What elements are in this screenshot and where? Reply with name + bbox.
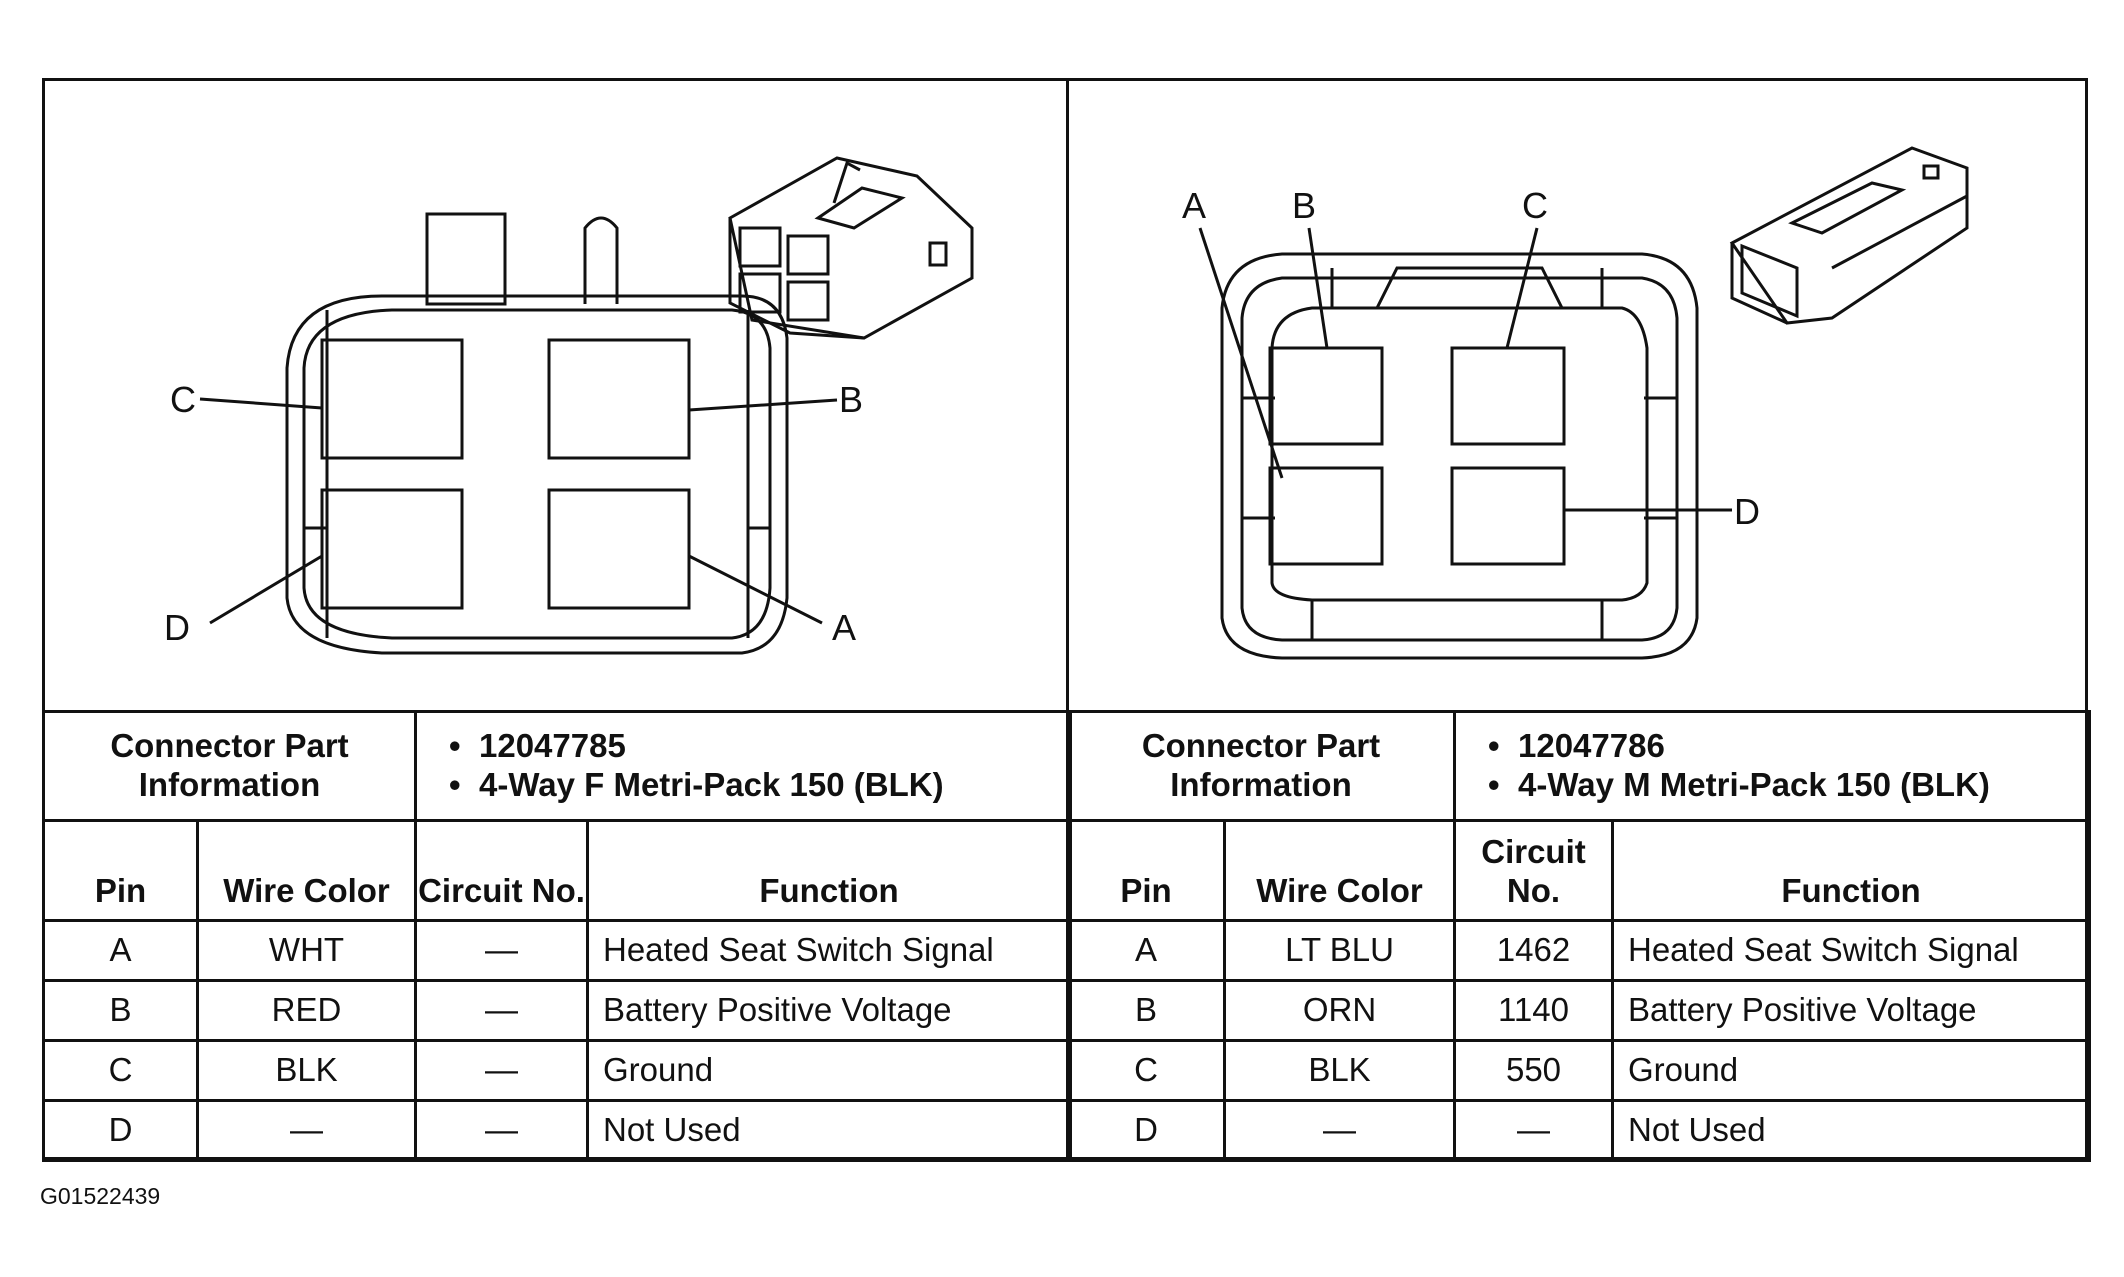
right-row-d-pin: D	[1066, 1099, 1226, 1162]
right-row-c-circuit: 550	[1453, 1039, 1614, 1102]
left-pin-d-cavity	[320, 488, 464, 610]
right-header-function: Function	[1611, 819, 2091, 922]
left-header-row: Pin Wire Color Circuit No. Function	[42, 819, 1072, 922]
right-row-a-pin: A	[1066, 919, 1226, 982]
left-info-row: Connector Part Information 12047785 4-Wa…	[42, 710, 1072, 822]
left-pin-c-cavity	[320, 338, 464, 460]
left-row-a-function: Heated Seat Switch Signal	[586, 919, 1072, 982]
right-row-b-pin: B	[1066, 979, 1226, 1042]
right-header-pin: Pin	[1066, 819, 1226, 922]
table-row: C BLK 550 Ground	[1066, 1039, 2091, 1102]
right-header-circuit: Circuit No.	[1453, 819, 1614, 922]
table-row: D — — Not Used	[42, 1099, 1072, 1162]
left-connector-table: Connector Part Information 12047785 4-Wa…	[42, 710, 1072, 1162]
left-row-d-function: Not Used	[586, 1099, 1072, 1162]
left-header-circuit: Circuit No.	[414, 819, 589, 922]
right-part-desc: 4-Way M Metri-Pack 150 (BLK)	[1488, 766, 2088, 805]
left-row-c-pin: C	[42, 1039, 199, 1102]
left-row-c-wire: BLK	[196, 1039, 417, 1102]
right-info-title: Connector Part Information	[1066, 710, 1456, 822]
right-row-a-function: Heated Seat Switch Signal	[1611, 919, 2091, 982]
right-row-d-function: Not Used	[1611, 1099, 2091, 1162]
right-pin-a-cavity	[1268, 466, 1384, 566]
right-pin-b-cavity	[1268, 346, 1384, 446]
left-leader-b	[688, 398, 838, 412]
right-row-c-function: Ground	[1611, 1039, 2091, 1102]
table-row: B ORN 1140 Battery Positive Voltage	[1066, 979, 2091, 1042]
table-row: D — — Not Used	[1066, 1099, 2091, 1162]
left-row-a-wire: WHT	[196, 919, 417, 982]
left-row-b-circuit: —	[414, 979, 589, 1042]
left-part-number: 12047785	[449, 727, 1069, 766]
right-label-d: D	[1734, 491, 1760, 532]
table-row: B RED — Battery Positive Voltage	[42, 979, 1072, 1042]
left-row-b-pin: B	[42, 979, 199, 1042]
connector-diagrams: C B D A A B C D	[164, 146, 1969, 660]
left-row-b-wire: RED	[196, 979, 417, 1042]
right-info-list: 12047786 4-Way M Metri-Pack 150 (BLK)	[1453, 710, 2091, 822]
left-row-a-pin: A	[42, 919, 199, 982]
left-leader-c	[199, 397, 323, 410]
left-row-b-function: Battery Positive Voltage	[586, 979, 1072, 1042]
left-pin-b-cavity	[547, 338, 691, 460]
right-row-c-wire: BLK	[1223, 1039, 1456, 1102]
right-row-c-pin: C	[1066, 1039, 1226, 1102]
right-pin-d-cavity	[1450, 466, 1566, 566]
right-row-b-wire: ORN	[1223, 979, 1456, 1042]
center-divider	[1066, 78, 1069, 1160]
left-header-function: Function	[586, 819, 1072, 922]
table-row: A WHT — Heated Seat Switch Signal	[42, 919, 1072, 982]
right-leader-c	[1505, 227, 1539, 349]
right-row-b-circuit: 1140	[1453, 979, 1614, 1042]
male-connector-face	[1220, 252, 1699, 660]
left-row-a-circuit: —	[414, 919, 589, 982]
left-row-c-circuit: —	[414, 1039, 589, 1102]
left-label-b: B	[839, 379, 863, 420]
right-row-d-wire: —	[1223, 1099, 1456, 1162]
right-header-row: Pin Wire Color Circuit No. Function	[1066, 819, 2091, 922]
left-row-d-wire: —	[196, 1099, 417, 1162]
female-connector-face	[285, 212, 789, 655]
left-header-pin: Pin	[42, 819, 199, 922]
right-info-row: Connector Part Information 12047786 4-Wa…	[1066, 710, 2091, 822]
right-label-c: C	[1522, 185, 1548, 226]
left-header-wire-color: Wire Color	[196, 819, 417, 922]
right-pin-c-cavity	[1450, 346, 1566, 446]
left-label-c: C	[170, 379, 196, 420]
table-row: C BLK — Ground	[42, 1039, 1072, 1102]
male-connector-isometric	[1729, 146, 1969, 325]
right-label-a: A	[1182, 185, 1206, 226]
left-row-c-function: Ground	[586, 1039, 1072, 1102]
right-leader-b	[1307, 227, 1329, 349]
left-row-d-pin: D	[42, 1099, 199, 1162]
left-leader-d	[209, 554, 323, 625]
right-row-b-function: Battery Positive Voltage	[1611, 979, 2091, 1042]
table-row: A LT BLU 1462 Heated Seat Switch Signal	[1066, 919, 2091, 982]
left-row-d-circuit: —	[414, 1099, 589, 1162]
right-part-number: 12047786	[1488, 727, 2088, 766]
left-part-desc: 4-Way F Metri-Pack 150 (BLK)	[449, 766, 1069, 805]
female-connector-isometric	[728, 156, 974, 340]
right-row-a-circuit: 1462	[1453, 919, 1614, 982]
left-pin-a-cavity	[547, 488, 691, 610]
left-leader-a	[688, 554, 823, 625]
left-info-list: 12047785 4-Way F Metri-Pack 150 (BLK)	[414, 710, 1072, 822]
right-row-a-wire: LT BLU	[1223, 919, 1456, 982]
right-label-b: B	[1292, 185, 1316, 226]
right-connector-table: Connector Part Information 12047786 4-Wa…	[1066, 710, 2091, 1162]
figure-id: G01522439	[40, 1183, 161, 1209]
right-header-wire-color: Wire Color	[1223, 819, 1456, 922]
left-label-d: D	[164, 607, 190, 648]
left-label-a: A	[832, 607, 856, 648]
right-leader-a	[1198, 227, 1284, 479]
left-info-title: Connector Part Information	[42, 710, 417, 822]
right-row-d-circuit: —	[1453, 1099, 1614, 1162]
